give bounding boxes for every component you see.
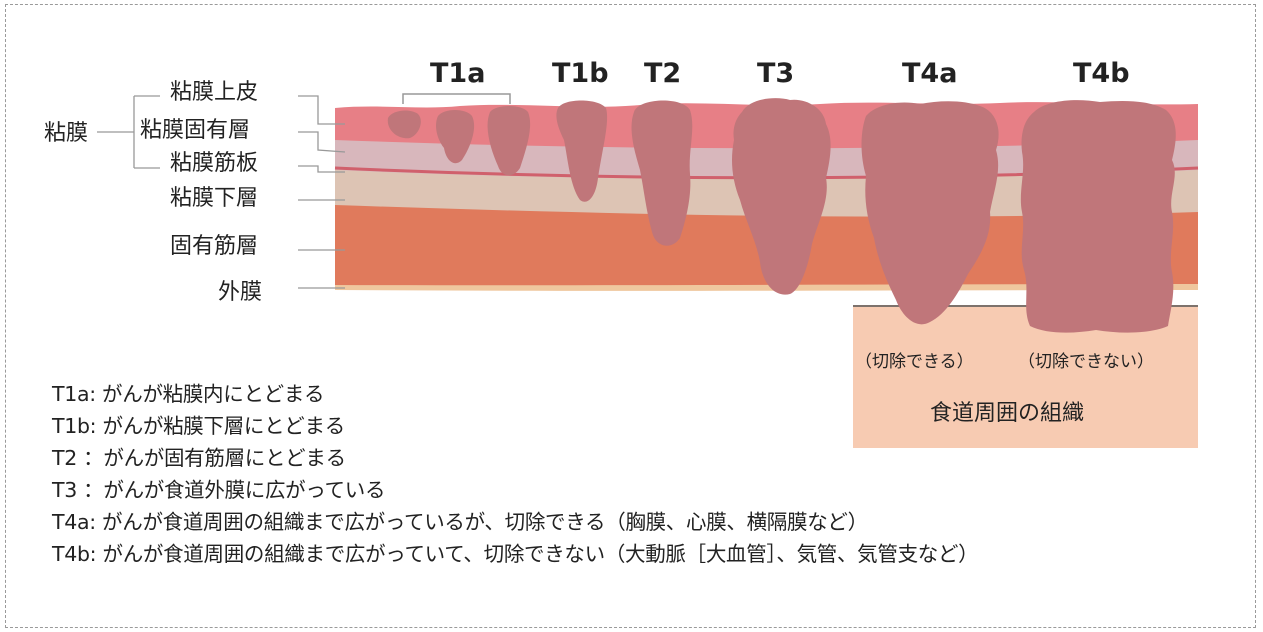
tumor-t4b: [1020, 100, 1176, 333]
legend-item-t2: T2 ：がんが固有筋層にとどまる: [52, 446, 346, 470]
legend-item-t1b: T1b: がんが粘膜下層にとどまる: [52, 414, 345, 438]
layer-label-lamina-propria: 粘膜固有層: [140, 118, 250, 143]
stage-legend: T1a: がんが粘膜内にとどまる T1b: がんが粘膜下層にとどまる T2 ：が…: [52, 378, 979, 570]
stage-label-t2: T2: [644, 58, 681, 89]
layer-label-epithelium: 粘膜上皮: [170, 80, 258, 105]
layer-label-muscularis-mucosae: 粘膜筋板: [170, 151, 258, 176]
layer-label-submucosa: 粘膜下層: [170, 186, 258, 211]
stage-label-t1b: T1b: [552, 58, 609, 89]
layer-label-adventitia: 外膜: [218, 280, 262, 305]
legend-item-t3: T3 ：がんが食道外膜に広がっている: [52, 478, 386, 502]
legend-item-t4a: T4a: がんが食道周囲の組織まで広がっているが、切除できる（胸膜、心膜、横隔膜…: [52, 510, 868, 534]
epithelium-leader: [298, 95, 345, 125]
stage-label-t4b: T4b: [1073, 58, 1130, 89]
tumors: [387, 98, 1176, 333]
lamina-propria-leader: [298, 131, 346, 153]
stage-label-t1a: T1a: [430, 58, 485, 89]
tumor-t1a-2: [436, 110, 475, 164]
layer-label-mucosa: 粘膜: [44, 121, 88, 146]
tumor-t1a-3: [487, 106, 531, 176]
diagram-frame: [5, 4, 1256, 628]
t1a-bracket: [402, 93, 511, 104]
legend-item-t1a: T1a: がんが粘膜内にとどまる: [52, 382, 325, 406]
tumor-t1a-1: [387, 110, 421, 139]
layer-label-muscularis-propria: 固有筋層: [170, 234, 258, 259]
tumor-t3: [732, 98, 831, 295]
surrounding-tissue-title: 食道周囲の組織: [930, 401, 1084, 426]
unresectable-label: （切除できない）: [1018, 352, 1154, 372]
stage-label-t3: T3: [757, 58, 794, 89]
muscularis-mucosae-leader: [298, 165, 345, 173]
tumor-t4a: [861, 101, 999, 325]
legend-item-t4b: T4b: がんが食道周囲の組織まで広がっていて、切除できない（大動脈［大血管］、…: [52, 542, 979, 566]
tumor-t1b: [556, 100, 608, 202]
tumor-t2: [631, 100, 693, 246]
mucosa-bracket-line: [97, 95, 160, 169]
stage-label-t4a: T4a: [902, 58, 957, 89]
resectable-label: （切除できる）: [855, 352, 974, 372]
leader-lines: [97, 95, 346, 289]
